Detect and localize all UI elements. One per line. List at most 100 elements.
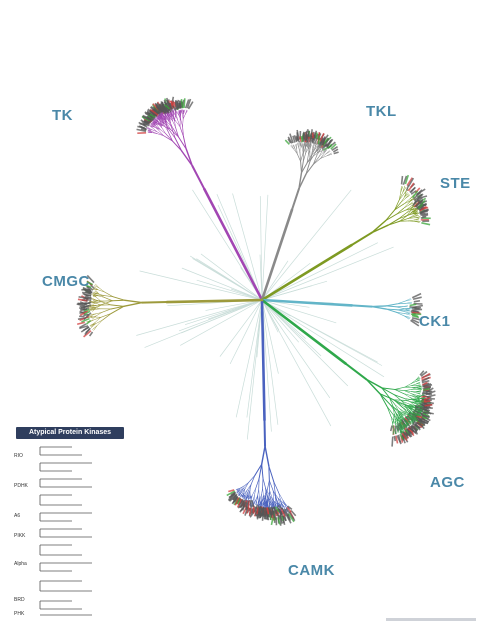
tree-branch xyxy=(400,415,404,419)
leaf-label xyxy=(412,422,421,429)
tree-branch xyxy=(403,200,411,205)
leaf-label xyxy=(403,432,409,439)
tree-branch xyxy=(291,144,295,150)
tree-branch xyxy=(398,192,404,201)
core-branch xyxy=(261,189,352,301)
tree-branch xyxy=(412,210,418,214)
leaf-label xyxy=(79,325,89,330)
leaf-label xyxy=(420,215,427,219)
tree-branch xyxy=(412,401,418,406)
tree-branch xyxy=(404,188,410,194)
core-branch xyxy=(200,253,263,301)
tree-branch xyxy=(314,146,318,151)
tree-branch xyxy=(404,389,412,391)
leaf-label xyxy=(245,502,248,508)
tree-branch xyxy=(298,172,303,190)
leaf-label xyxy=(83,304,92,309)
leaf-label xyxy=(407,182,415,192)
leaf-label xyxy=(159,107,168,115)
leaf-label xyxy=(420,212,429,216)
leaf-label xyxy=(332,148,339,153)
tree-branch xyxy=(411,391,417,394)
tree-branch xyxy=(393,413,395,420)
tree-branch xyxy=(175,127,179,138)
tree-branch xyxy=(303,143,306,149)
leaf-label xyxy=(184,99,190,109)
tree-branch xyxy=(365,378,383,389)
tree-branch xyxy=(294,148,298,155)
tree-branch xyxy=(309,152,313,162)
tree-branch xyxy=(403,315,410,320)
tree-branch xyxy=(177,119,181,128)
tree-branch xyxy=(417,408,423,411)
leaf-label xyxy=(236,498,243,508)
tree-branch xyxy=(396,413,400,421)
leaf-label xyxy=(412,199,417,207)
tree-branch xyxy=(413,215,419,217)
leaf-label xyxy=(226,490,236,497)
leaf-label xyxy=(401,432,408,442)
tree-branch xyxy=(404,383,412,388)
tree-branch xyxy=(257,488,259,496)
tree-branch xyxy=(161,127,166,134)
tree-branch xyxy=(247,483,252,491)
tree-branch xyxy=(277,497,283,503)
tree-branch xyxy=(161,119,166,125)
tree-branch xyxy=(396,418,399,424)
leaf-label xyxy=(258,506,261,517)
tree-branch xyxy=(172,127,179,138)
tree-branch xyxy=(92,291,98,295)
tree-branch xyxy=(249,494,251,499)
leaf-label xyxy=(319,132,325,142)
tree-branch xyxy=(156,122,163,125)
tree-branch xyxy=(413,398,421,400)
tree-branch xyxy=(165,121,171,130)
tree-branch xyxy=(265,488,270,496)
leaf-label xyxy=(418,195,428,200)
leaf-label xyxy=(416,415,422,418)
tree-branch xyxy=(381,387,396,390)
leaf-label xyxy=(422,386,432,390)
leaf-label xyxy=(137,132,147,134)
tree-branch xyxy=(161,118,167,123)
tree-branch xyxy=(269,495,272,502)
core-branch xyxy=(192,189,263,301)
tree-branch xyxy=(412,209,417,214)
tree-branch xyxy=(398,427,402,432)
tree-branch xyxy=(244,495,248,500)
core-branch xyxy=(261,280,328,301)
tree-branch xyxy=(403,204,410,209)
tree-branch xyxy=(403,198,411,205)
leaf-label xyxy=(282,515,287,522)
tree-branch xyxy=(400,186,403,193)
leaf-label xyxy=(81,288,91,291)
core-branch xyxy=(261,299,337,324)
inset-label-phk: PHK xyxy=(14,611,25,617)
tree-branch xyxy=(175,113,178,120)
tree-branch xyxy=(96,303,104,309)
leaf-label xyxy=(288,511,296,522)
leaf-label xyxy=(228,494,236,502)
tree-branch xyxy=(396,309,405,312)
leaf-label xyxy=(395,435,399,444)
atypical-kinases-tree xyxy=(39,446,92,616)
tree-branch xyxy=(94,304,102,308)
tree-branch xyxy=(320,153,325,159)
tree-branch xyxy=(266,480,270,492)
tree-branch xyxy=(404,400,413,403)
tree-branch xyxy=(299,152,301,162)
tree-branch xyxy=(163,124,169,132)
tree-branch xyxy=(146,126,152,130)
tree-branch xyxy=(93,286,99,290)
tree-branch xyxy=(398,410,407,415)
leaf-label xyxy=(423,400,431,403)
tree-branch xyxy=(405,195,410,199)
tree-branch xyxy=(245,490,249,496)
tree-branch xyxy=(151,121,157,125)
tree-branch xyxy=(305,142,307,148)
leaf-label xyxy=(296,129,300,140)
core-branch xyxy=(261,299,299,343)
leaf-label xyxy=(289,133,294,144)
tree-branch xyxy=(344,362,368,381)
tree-branch xyxy=(303,148,306,155)
